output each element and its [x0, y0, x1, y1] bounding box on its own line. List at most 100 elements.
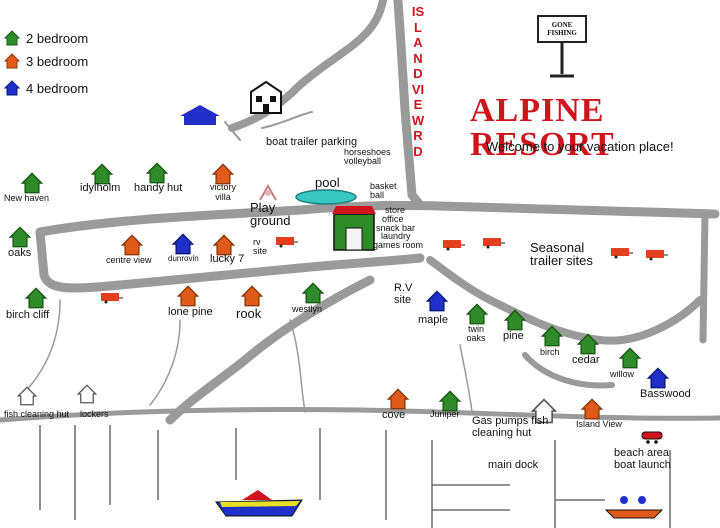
cabin-label: cove: [382, 409, 406, 421]
cabin-label: lone pine: [168, 306, 213, 318]
cabin-label: cedar: [572, 354, 600, 366]
cabin-willow-icon: [618, 347, 642, 369]
cabin-label: birch: [540, 347, 560, 357]
cabin-label: centre view: [106, 255, 152, 265]
gas-pumps-hut-icon: [530, 398, 558, 424]
shore-road: [165, 275, 375, 425]
store-building-icon: [332, 206, 376, 251]
cabin-label: pine: [503, 330, 524, 342]
main-road: [35, 200, 720, 237]
legend-label: 4 bedroom: [26, 80, 89, 96]
trail: [261, 111, 313, 129]
cabin-victory-villa-icon: [211, 163, 235, 185]
cabin-label: westlyn: [292, 304, 323, 314]
cabin-basswood-icon: [646, 367, 670, 389]
cabin-label: birch cliff: [6, 309, 50, 321]
cabin-maple-icon: [425, 290, 449, 312]
boat-trailer-icon: [641, 431, 663, 444]
cabin-label: Island View: [576, 419, 622, 429]
trailer-icon: [101, 293, 123, 304]
legend-3-bedroom: 3 bedroom: [4, 53, 88, 69]
resort-title: ALPINE RESORT: [470, 92, 615, 163]
entrance-road: [228, 0, 387, 132]
cabin-label: Basswood: [640, 388, 691, 400]
cabin-label: rook: [236, 306, 262, 321]
trailer-icon: [443, 240, 465, 251]
gone-fishing-sign-icon: [537, 15, 587, 78]
cabin-label: victory villa: [209, 182, 236, 202]
island-view-road: [393, 0, 425, 210]
legend-label: 3 bedroom: [26, 53, 89, 69]
pool-label: pool: [315, 175, 340, 190]
cabin-label: idylholm: [80, 182, 121, 194]
cabin-label: dunrovin: [168, 254, 199, 263]
playground-label: Play ground: [250, 200, 291, 228]
cabin-label: New haven: [4, 193, 50, 203]
cabin-lucky7-icon: [212, 234, 236, 256]
horseshoes-label: horseshoes: [344, 147, 391, 157]
office-house-icon: [180, 105, 220, 125]
cabin-island-view-icon: [580, 398, 604, 420]
cabin-label: lucky 7: [210, 253, 245, 265]
house-2-bedroom-icon: [4, 30, 20, 46]
trail: [224, 121, 241, 141]
games-room-label: games room: [373, 240, 424, 250]
gone-fishing-sign-text: GONE FISHING: [547, 21, 577, 37]
east-edge-road: [699, 210, 709, 344]
laundry-label: laundry: [381, 231, 411, 241]
trailer-icon: [483, 238, 505, 249]
legend-label: 2 bedroom: [26, 30, 89, 46]
cabin-rook-icon: [240, 285, 264, 307]
docks: [39, 425, 671, 528]
snack-bar-label: snack bar: [376, 223, 416, 233]
cabin-birch-icon: [540, 325, 564, 347]
cabin-idylholm-icon: [90, 163, 114, 185]
fish-cleaning-hut-label: fish cleaning hut: [4, 409, 70, 419]
cabin-label: Juniper: [430, 409, 460, 419]
rv-site-small-label: rv site: [253, 237, 268, 256]
basketball-label: basket ball: [370, 181, 397, 200]
legend-2-bedroom: 2 bedroom: [4, 30, 88, 46]
store-label: store: [385, 205, 406, 215]
boat-trailer-parking-label: boat trailer parking: [266, 136, 358, 148]
fish-cleaning-hut-icon: [16, 386, 38, 406]
cabin-cedar-icon: [576, 333, 600, 355]
pool-icon: [295, 189, 357, 205]
cabin-dunrovin-icon: [171, 233, 195, 255]
cabin-lone-pine-icon: [176, 285, 200, 307]
main-dock-label: main dock: [488, 459, 539, 471]
cabin-oaks-icon: [8, 226, 32, 248]
cabin-label: twin oaks: [466, 324, 486, 343]
lockers-label: lockers: [80, 409, 109, 419]
cabin-twin-oaks-icon: [465, 303, 489, 325]
cabin-label: oaks: [8, 247, 32, 259]
willow-lane: [522, 352, 615, 389]
lockers-hut-icon: [76, 384, 98, 404]
cabin-label: handy hut: [134, 182, 183, 194]
welcome-text: Welcome to your vacation place!: [486, 139, 674, 154]
trailer-icon: [276, 237, 298, 248]
trail: [149, 319, 181, 406]
road-name-label: ISLAND VIEW RD: [410, 4, 426, 159]
beach-area-label: beach area boat launch: [614, 447, 671, 471]
legend-4-bedroom: 4 bedroom: [4, 80, 88, 96]
cabin-juniper-icon: [438, 390, 462, 412]
shoreline: [0, 406, 720, 423]
house-4-bedroom-icon: [4, 80, 20, 96]
cabin-handy-hut-icon: [145, 162, 169, 184]
cabin-birch-cliff-icon: [24, 287, 48, 309]
trail: [24, 299, 61, 393]
cabin-label: maple: [418, 314, 448, 326]
cabin-centre-view-icon: [120, 234, 144, 256]
cabin-pine-icon: [503, 309, 527, 331]
cabin-westlyn-icon: [301, 282, 325, 304]
cabin-label: willow: [610, 369, 635, 379]
trailer-icon: [646, 250, 668, 261]
road-name-text: ISLAND VIEW RD: [411, 4, 425, 159]
seasonal-trailer-sites-label: Seasonal trailer sites: [530, 240, 593, 268]
volleyball-label: volleyball: [344, 156, 382, 166]
playground-icon: [259, 184, 277, 201]
office-label: office: [382, 214, 404, 224]
owner-residence-icon: [250, 80, 282, 114]
